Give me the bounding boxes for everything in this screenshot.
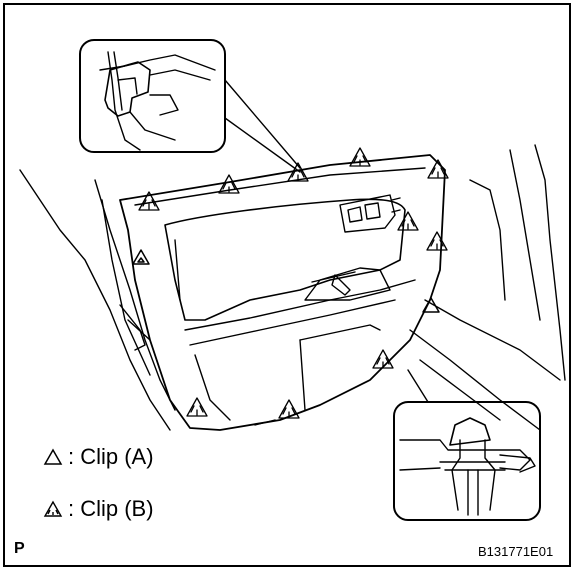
clip-b-marker xyxy=(186,397,208,417)
clip-b-marker xyxy=(138,191,160,211)
clip-a-marker xyxy=(422,297,440,313)
clip-b-marker xyxy=(349,147,371,167)
dotted-triangle-icon xyxy=(43,500,63,517)
body-frame xyxy=(19,144,566,431)
clip-a-markers xyxy=(132,249,440,313)
upper-clip-detail xyxy=(79,39,301,173)
clip-a-marker xyxy=(132,249,150,265)
figure-code: B131771E01 xyxy=(478,544,554,559)
clip-b-marker xyxy=(426,231,448,251)
legend-clip-a-label: : Clip (A) xyxy=(68,444,154,469)
clip-b-marker xyxy=(427,159,449,179)
clip-b-marker xyxy=(287,162,309,182)
clip-b-marker xyxy=(397,211,419,231)
legend-clip-a: : Clip (A) xyxy=(42,444,154,470)
clip-b-marker xyxy=(372,349,394,369)
page-marker: P xyxy=(14,540,25,557)
clip-b-marker xyxy=(218,174,240,194)
legend-clip-b-label: : Clip (B) xyxy=(68,496,154,521)
clip-b-markers xyxy=(138,147,449,419)
lower-clip-detail xyxy=(393,369,541,521)
legend-clip-b: : Clip (B) xyxy=(42,496,154,522)
door-trim-panel xyxy=(119,154,446,431)
clip-b-marker xyxy=(278,399,300,419)
triangle-icon xyxy=(43,448,63,465)
figure-frame xyxy=(3,3,571,567)
